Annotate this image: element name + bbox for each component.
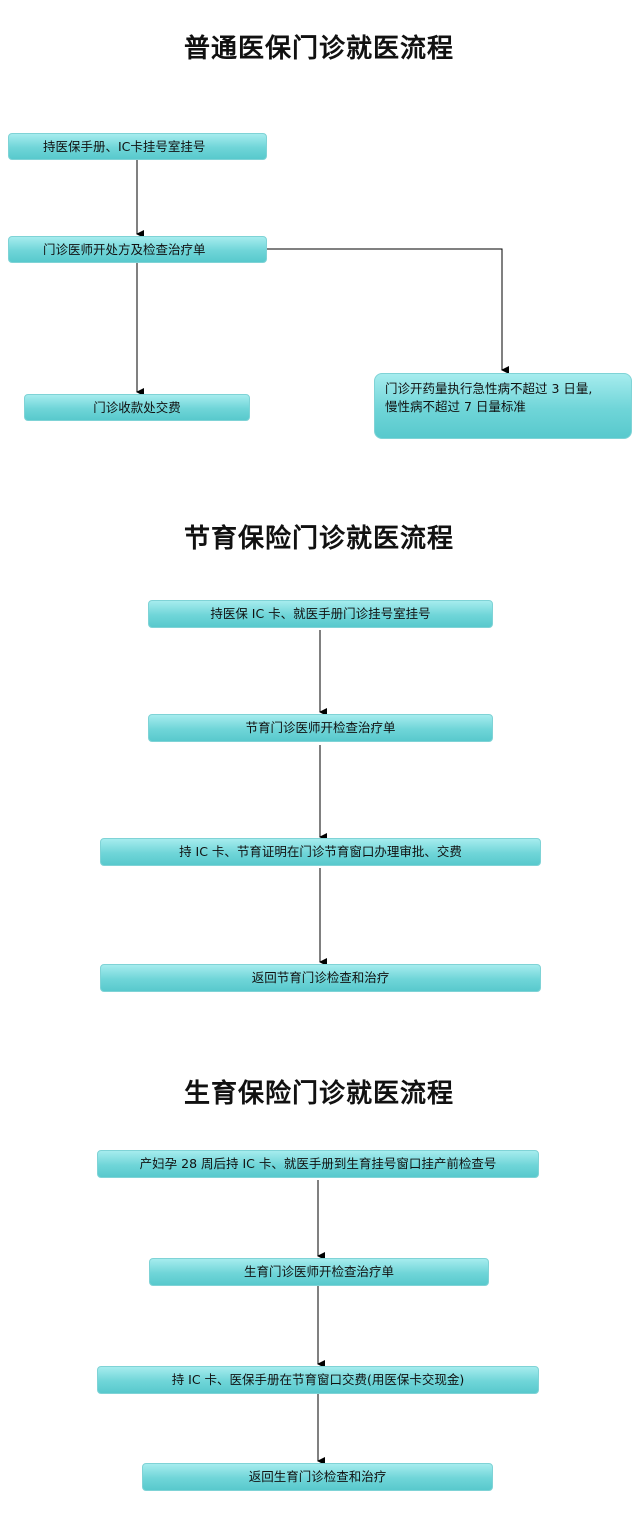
step-return-treatment-maternity: 返回生育门诊检查和治疗	[142, 1463, 493, 1491]
note-line-2: 慢性病不超过 7 日量标准	[385, 399, 526, 414]
step-register-birth-control: 持医保 IC 卡、就医手册门诊挂号室挂号	[148, 600, 493, 628]
step-return-treatment-birth-control: 返回节育门诊检查和治疗	[100, 964, 541, 992]
section-title-general: 普通医保门诊就医流程	[183, 34, 454, 64]
step-register-general: 持医保手册、IC卡挂号室挂号	[8, 133, 267, 160]
section-title-birth-control: 节育保险门诊就医流程	[183, 524, 454, 554]
note-line-1: 门诊开药量执行急性病不超过 3 日量,	[385, 381, 593, 396]
step-treatment-order-maternity: 生育门诊医师开检查治疗单	[149, 1258, 489, 1286]
step-treatment-order-birth-control: 节育门诊医师开检查治疗单	[148, 714, 493, 742]
step-payment-maternity: 持 IC 卡、医保手册在节育窗口交费(用医保卡交现金)	[97, 1366, 539, 1394]
step-prescription-general: 门诊医师开处方及检查治疗单	[8, 236, 267, 263]
section-title-maternity: 生育保险门诊就医流程	[183, 1079, 454, 1109]
note-dosage-limit: 门诊开药量执行急性病不超过 3 日量, 慢性病不超过 7 日量标准	[374, 373, 632, 439]
arrow-s1-3	[266, 248, 509, 374]
step-register-maternity: 产妇孕 28 周后持 IC 卡、就医手册到生育挂号窗口挂产前检查号	[97, 1150, 539, 1178]
step-payment-general: 门诊收款处交费	[24, 394, 250, 421]
step-approval-payment-birth-control: 持 IC 卡、节育证明在门诊节育窗口办理审批、交费	[100, 838, 541, 866]
